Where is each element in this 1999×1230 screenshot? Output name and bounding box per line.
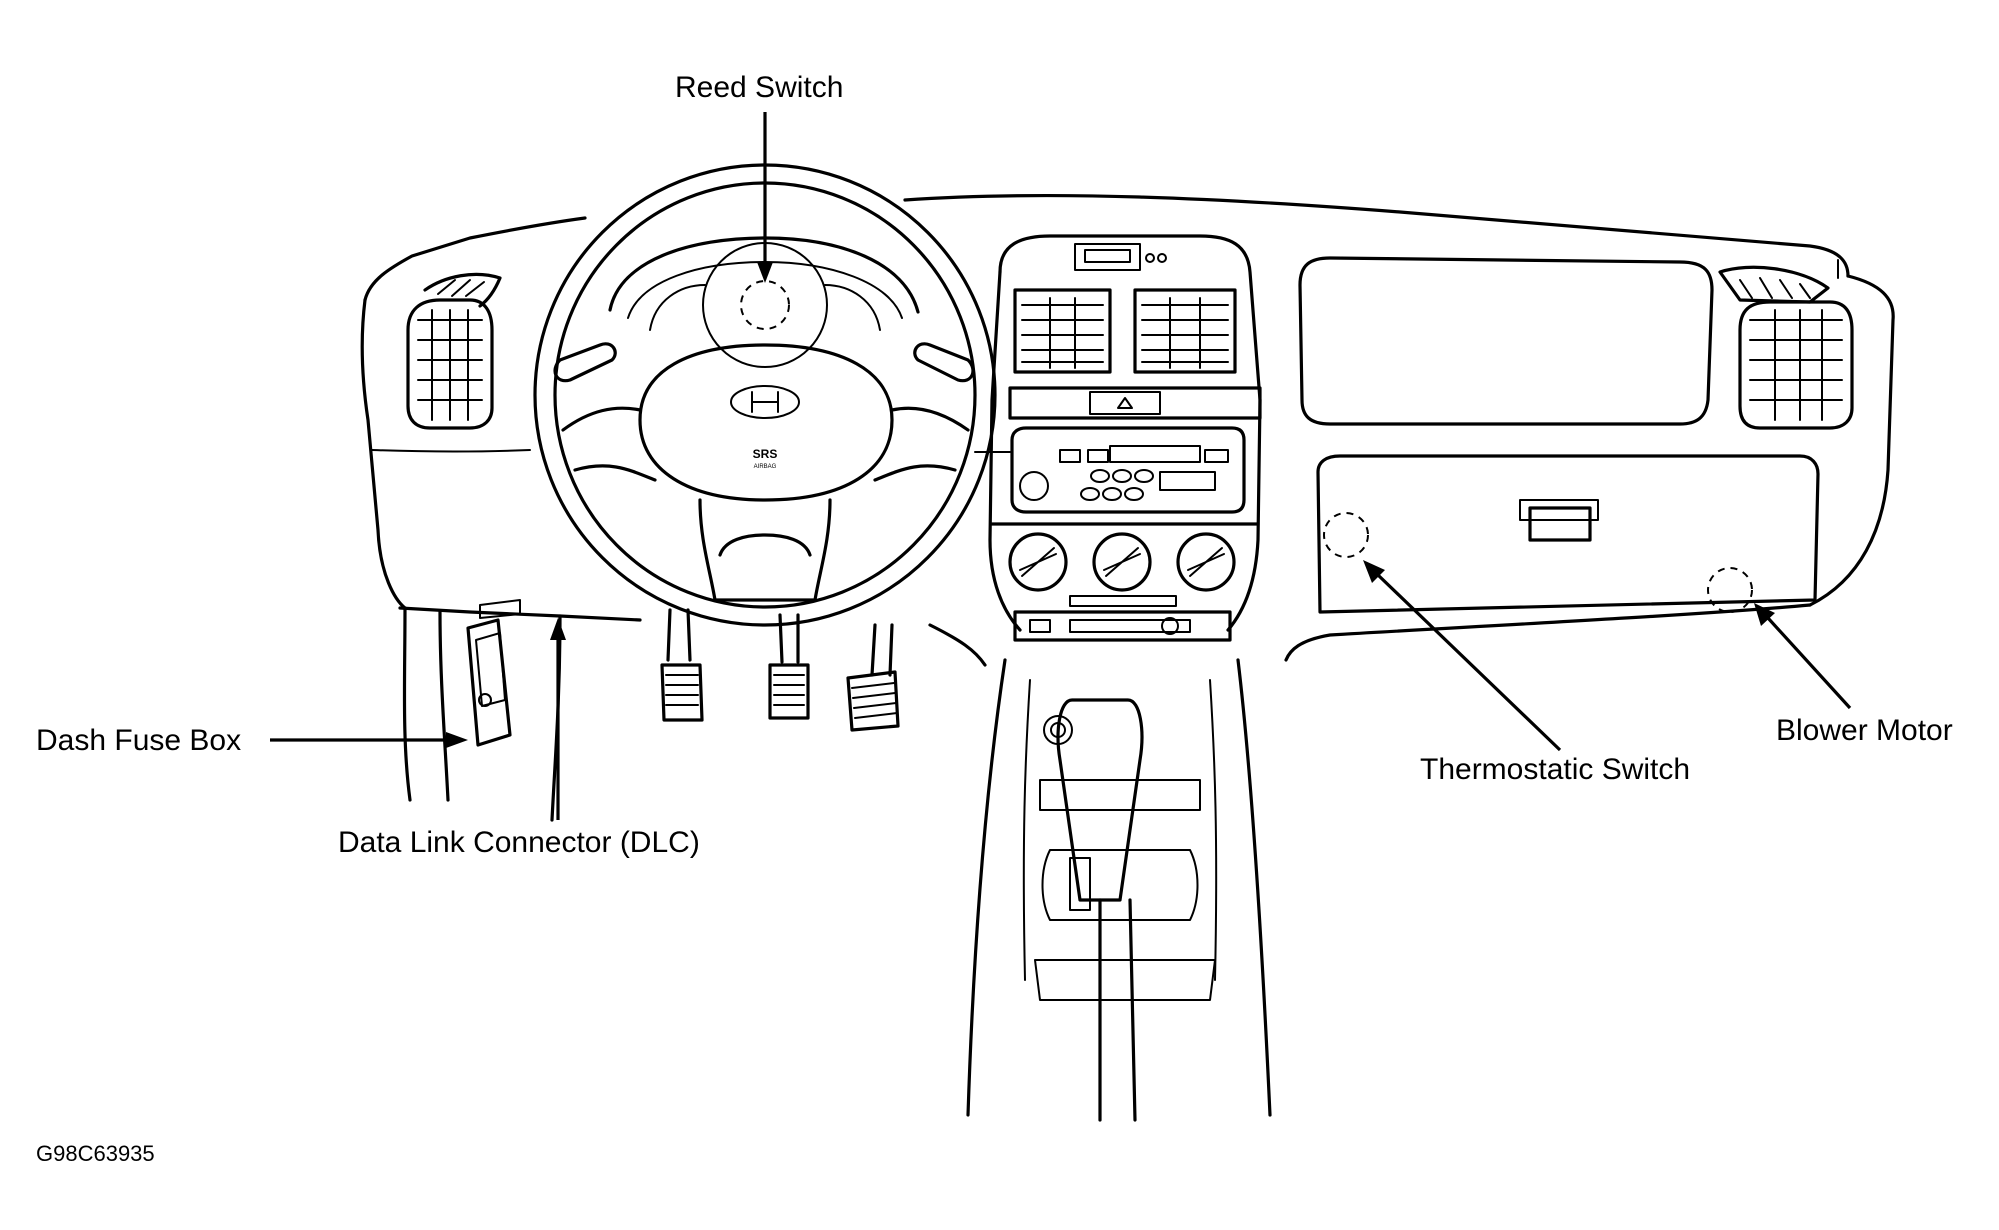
pedals (660, 608, 900, 732)
center-console (966, 658, 1272, 1122)
thermostatic-switch-leader (1376, 573, 1562, 752)
center-stack (988, 234, 1262, 642)
dashboard-outline (360, 193, 1895, 667)
data-link-connector-label: Data Link Connector (DLC) (338, 826, 700, 859)
dash-fuse-box-label: Dash Fuse Box (36, 724, 242, 757)
airbag-marking-small: AIRBAG (754, 464, 777, 470)
blower-motor-label: Blower Motor (1776, 714, 1953, 747)
airbag-srs-marking: SRS (753, 447, 778, 461)
dlc-arrow-icon (550, 618, 566, 640)
left-air-vent (406, 272, 502, 430)
reed-switch-label: Reed Switch (675, 71, 844, 104)
dash-fuse-box-arrow-icon (446, 732, 468, 748)
left-kick-panel (402, 599, 562, 822)
figure-code: G98C63935 (36, 1141, 155, 1166)
hyundai-logo-icon (730, 385, 800, 419)
reed-switch-arrow-icon (757, 262, 773, 283)
callout-leaders (270, 112, 1852, 820)
blower-motor-arrow-icon (1754, 603, 1775, 626)
thermostatic-switch-arrow-icon (1363, 560, 1385, 583)
passenger-side-dash (1298, 256, 1854, 614)
blower-motor-leader (1766, 616, 1852, 710)
thermostatic-switch-label: Thermostatic Switch (1420, 753, 1691, 786)
